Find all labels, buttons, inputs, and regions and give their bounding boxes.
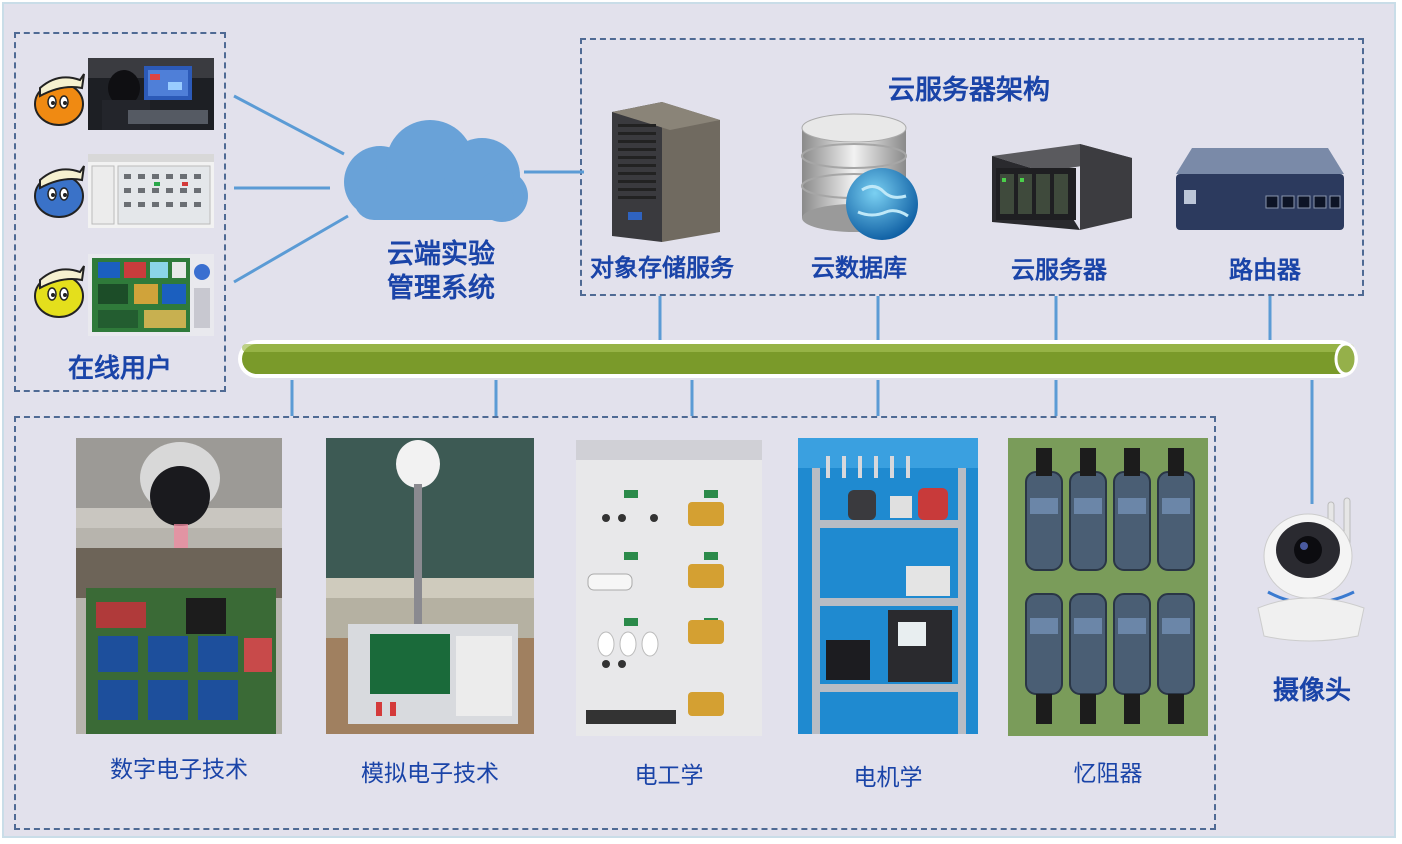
camera-label: 摄像头	[1272, 676, 1351, 706]
online-users-label: 在线用户	[67, 354, 172, 384]
lab-photo-electric-machinery	[798, 438, 978, 734]
cloud-database-label: 云数据库	[811, 254, 907, 282]
object-storage-label: 对象存储服务	[590, 254, 734, 282]
cloud-server-label: 云服务器	[1011, 256, 1107, 284]
lab-photo-memristor	[1008, 438, 1208, 736]
connector-lines	[233, 94, 1314, 504]
lab-label-electric-machinery: 电机学	[853, 765, 923, 791]
lab-photo-analog-electronics	[326, 438, 534, 734]
cloud-server-icon	[992, 144, 1132, 230]
server-arch-title: 云服务器架构	[888, 75, 1050, 106]
lab-label-analog-electronics: 模拟电子技术	[361, 761, 499, 787]
lab-label-digital-electronics: 数字电子技术	[110, 757, 248, 783]
cloud-icon	[344, 120, 528, 222]
router-icon	[1176, 148, 1344, 230]
user-photo-laptop	[88, 58, 214, 130]
lab-label-electrical-engineering: 电工学	[634, 763, 704, 789]
lab-photo-electrical-engineering	[576, 440, 762, 736]
lab-devices-group	[14, 416, 1216, 830]
cloud-system-title-line1: 云端实验	[387, 239, 495, 270]
router-label: 路由器	[1229, 256, 1301, 284]
server-arch-group	[580, 38, 1364, 296]
lab-label-memristor: 忆阻器	[1073, 761, 1143, 787]
cloud-system-title-line2: 管理系统	[387, 273, 495, 304]
user-photo-circuit-board	[88, 254, 214, 336]
user-avatar-yellow-icon	[34, 265, 85, 318]
online-users-group	[14, 32, 226, 392]
lab-photo-digital-electronics	[76, 438, 282, 734]
user-avatar-blue-icon	[34, 165, 85, 218]
network-bus	[238, 340, 1358, 378]
cloud-database-icon	[801, 113, 918, 240]
object-storage-server-icon	[612, 102, 720, 242]
camera-icon	[1257, 497, 1365, 642]
user-photo-control-panel	[88, 154, 214, 228]
user-avatar-orange-icon	[34, 73, 85, 126]
